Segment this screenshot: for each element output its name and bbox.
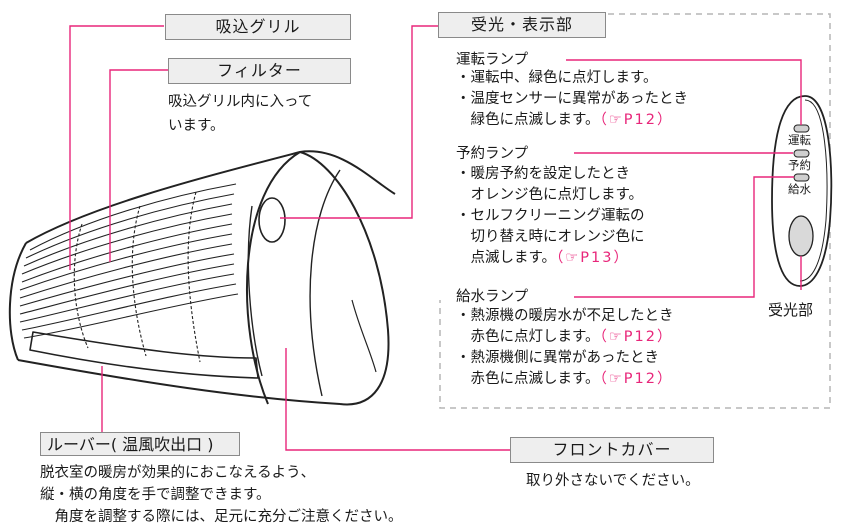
filter-description-1: 吸込グリル内に入って	[168, 94, 313, 110]
leader-intake-grille	[69, 25, 164, 270]
heater-unit	[8, 150, 396, 406]
display-section-frame	[439, 13, 831, 409]
filter-description-2: います。	[168, 118, 225, 134]
reference-p13[interactable]: （☞P13）	[556, 250, 631, 266]
timer-lamp-bullet-1-line-1: ・暖房予約を設定したとき	[456, 166, 630, 182]
front-cover-edge	[247, 205, 263, 377]
intake-grille-label: 吸込グリル	[165, 14, 351, 40]
front-cover-description: 取り外さないでください。	[526, 473, 700, 489]
operation-lamp-bullet-1: ・運転中、緑色に点灯します。	[456, 70, 658, 86]
heater-top-surface	[25, 150, 396, 244]
timer-lamp-indicator	[793, 149, 810, 158]
operation-lamp-bullet-2-line-1: ・温度センサーに異常があったとき	[456, 91, 688, 107]
receiver-label: 受光部	[768, 301, 814, 319]
heater-side-curve	[309, 169, 341, 397]
reference-p12[interactable]: （☞P12）	[599, 112, 674, 128]
heater-bottom-edge	[17, 359, 341, 405]
louver-slot	[29, 331, 259, 379]
control-panel	[771, 95, 833, 287]
reference-p12-water-1[interactable]: （☞P12）	[599, 329, 674, 345]
heater-side-body	[299, 151, 390, 406]
louver-description-3: 角度を調整する際には、足元に充分ご注意ください。	[40, 509, 403, 525]
leader-lines	[69, 25, 802, 451]
intake-grille-lines	[19, 183, 239, 339]
front-cover-label: フロントカバー	[510, 437, 714, 463]
display-window	[258, 197, 286, 243]
heater-left-end	[8, 242, 27, 361]
heater-side-curve-2	[351, 299, 377, 373]
control-panel-inner	[799, 99, 828, 282]
reference-p12-water-2[interactable]: （☞P12）	[599, 371, 674, 387]
timer-lamp-bullet-2-line-1: ・セルフクリーニング運転の	[456, 208, 645, 224]
panel-label-timer: 予約	[788, 158, 811, 172]
water-lamp-bullet-2-line-2: 赤色に点滅します。（☞P12）	[456, 371, 674, 387]
louver-description-1: 脱衣室の暖房が効果的におこなえるよう、	[40, 465, 316, 481]
receiver-lens	[788, 215, 814, 257]
intake-grille-ribs	[73, 191, 201, 363]
panel-label-operation: 運転	[788, 133, 811, 147]
water-lamp-bullet-1-line-2: 赤色に点灯します。（☞P12）	[456, 329, 674, 345]
filter-label: フィルター	[168, 58, 351, 84]
water-lamp-bullet-2-line-1: ・熱源機側に異常があったとき	[456, 350, 659, 366]
panel-label-water: 給水	[788, 182, 811, 196]
water-lamp-indicator	[793, 173, 810, 182]
louver-label: ルーバー( 温風吹出口 )	[40, 432, 240, 456]
timer-lamp-bullet-1-line-2: オレンジ色に点灯します。	[456, 187, 644, 203]
timer-lamp-bullet-2-line-3: 点滅します。（☞P13）	[456, 250, 631, 266]
operation-lamp-title: 運転ランプ	[456, 52, 529, 68]
control-panel-outline	[771, 95, 833, 287]
water-lamp-bullet-1-line-1: ・熱源機の暖房水が不足したとき	[456, 308, 674, 324]
heater-front-edge	[246, 151, 301, 405]
timer-lamp-bullet-2-line-2: 切り替え時にオレンジ色に	[456, 229, 645, 245]
leader-operation-lamp	[566, 59, 802, 125]
timer-lamp-title: 予約ランプ	[456, 146, 529, 162]
louver-description-2: 縦・横の角度を手で調整できます。	[40, 487, 271, 503]
display-section-label: 受光・表示部	[438, 12, 606, 38]
leader-display	[280, 25, 438, 219]
operation-lamp-indicator	[793, 124, 810, 133]
leader-water-lamp	[574, 176, 794, 298]
leader-filter	[109, 69, 168, 262]
operation-lamp-bullet-2-line-2: 緑色に点滅します。（☞P12）	[456, 112, 674, 128]
water-lamp-title: 給水ランプ	[456, 289, 529, 305]
leader-front-cover	[285, 348, 510, 451]
